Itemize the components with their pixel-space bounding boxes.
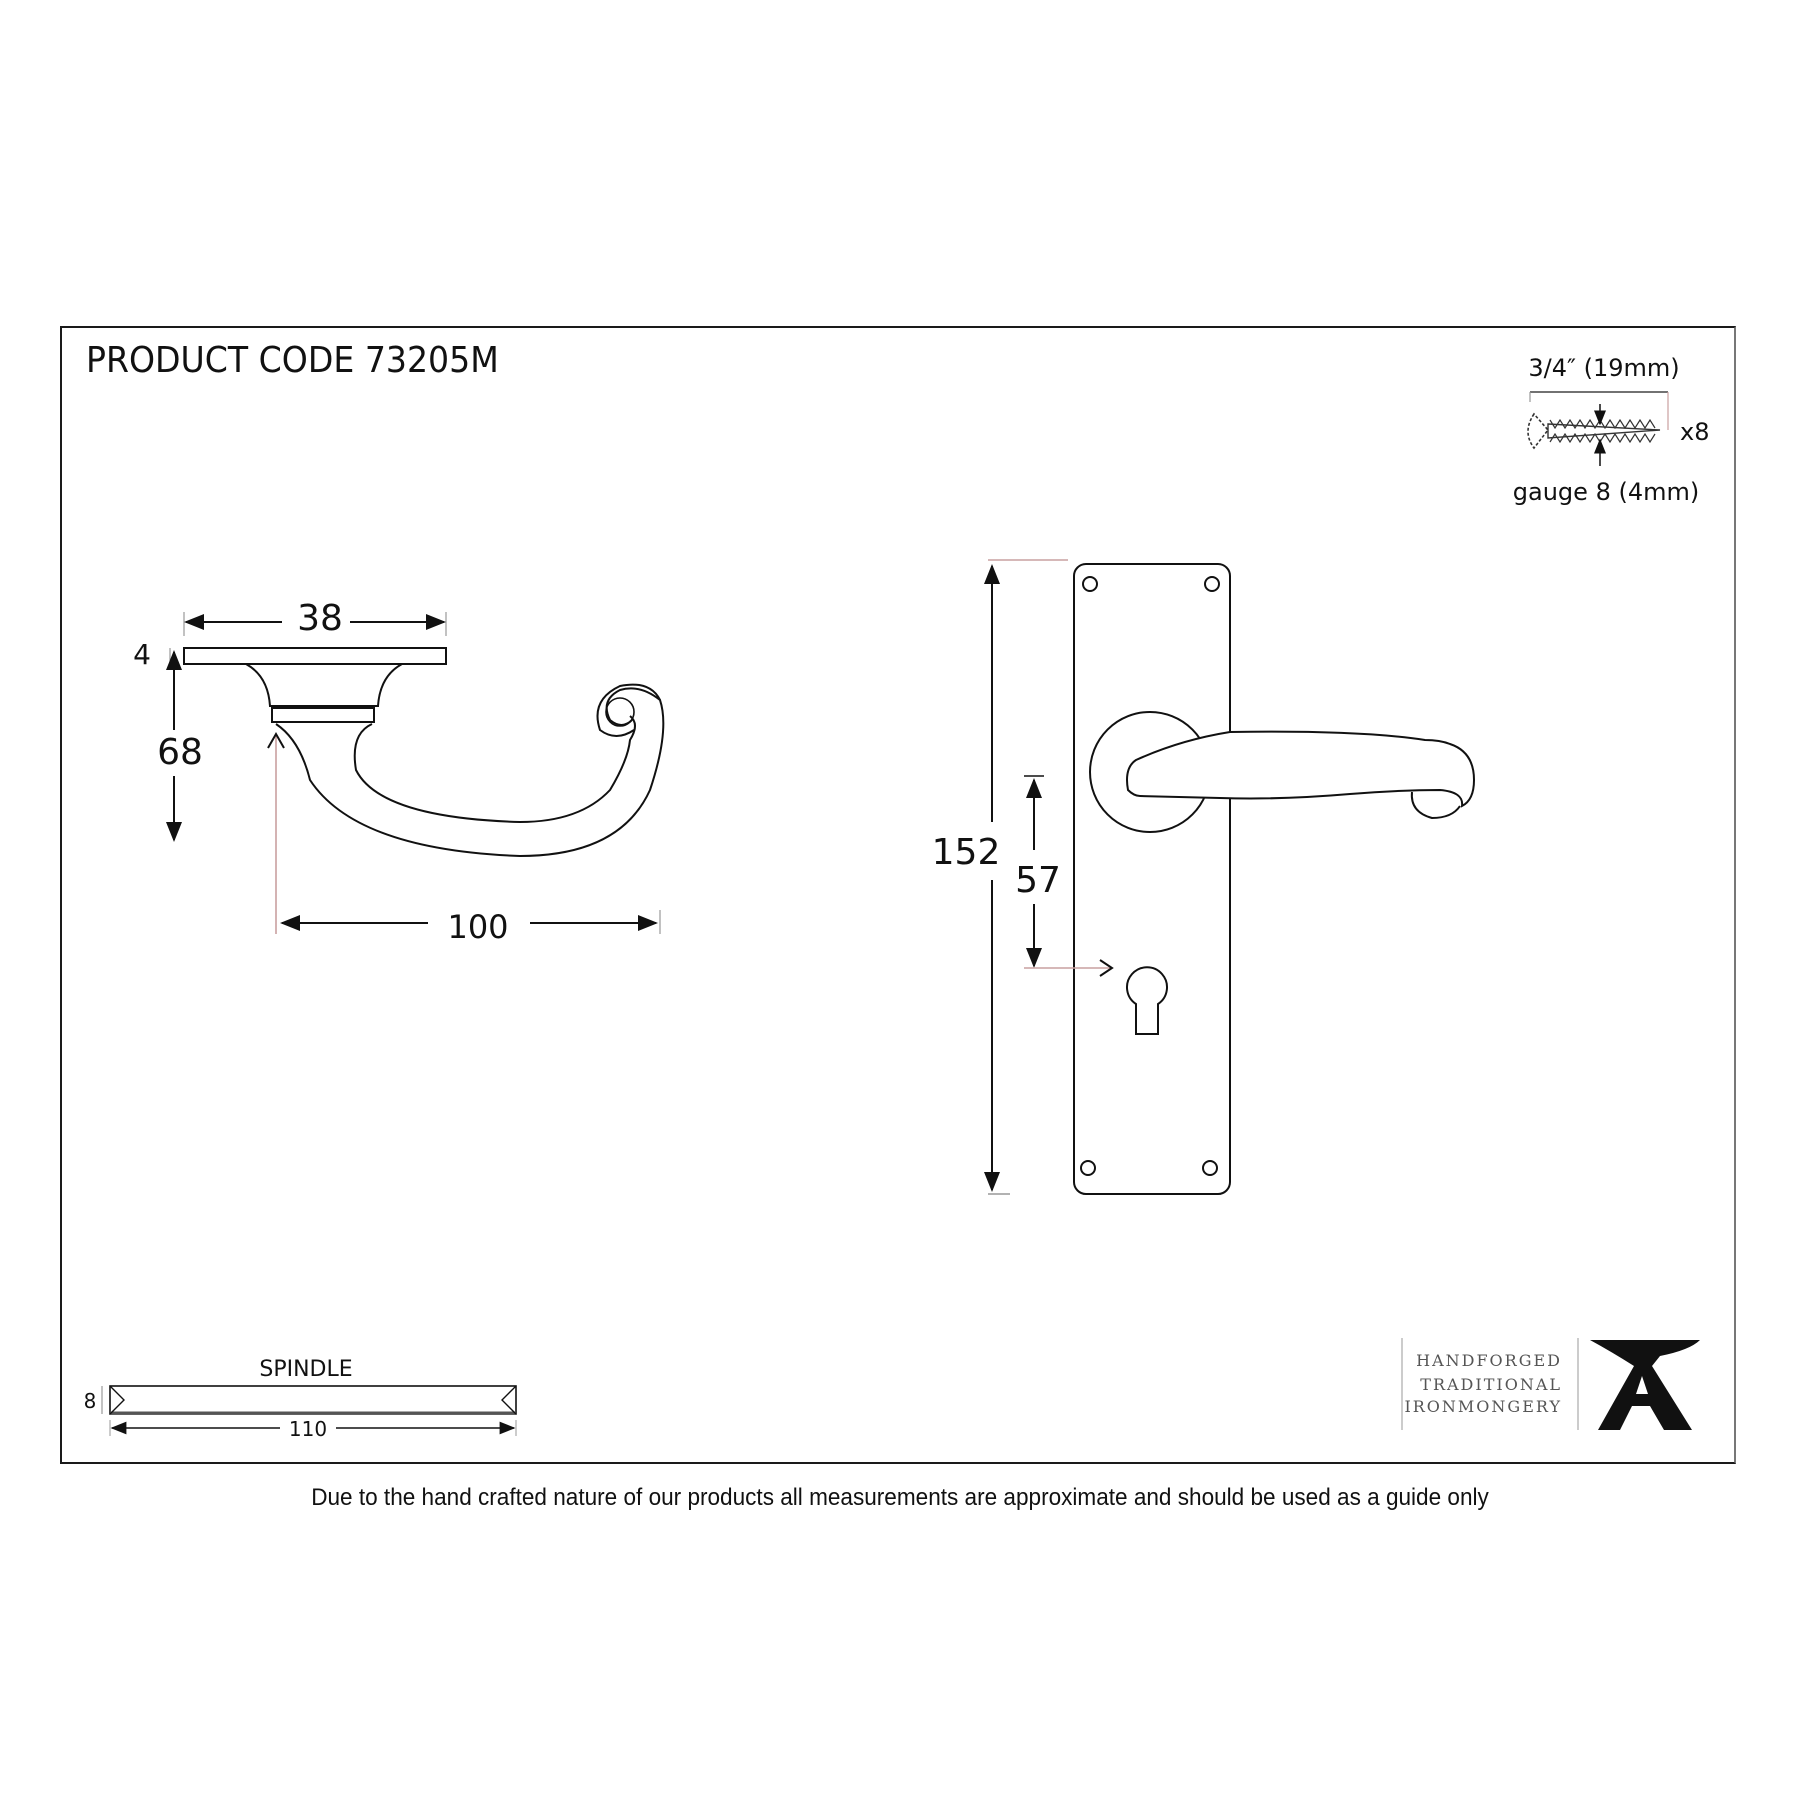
logo-line-3: IRONMONGERY bbox=[1404, 1397, 1562, 1416]
drawing-frame bbox=[60, 326, 1736, 1464]
spindle-length-dimension: 110 bbox=[289, 1417, 327, 1441]
logo-line-2: TRADITIONAL bbox=[1420, 1375, 1562, 1394]
screw-length-label: 3/4″ (19mm) bbox=[1528, 354, 1679, 382]
spindle-diagram: SPINDLE 8 110 bbox=[84, 1357, 517, 1441]
screw-quantity-label: x8 bbox=[1680, 418, 1709, 446]
brand-logo: HANDFORGED TRADITIONAL IRONMONGERY bbox=[1401, 1338, 1700, 1430]
logo-line-1: HANDFORGED bbox=[1416, 1351, 1562, 1370]
lever-length-dimension: 100 bbox=[447, 908, 508, 946]
screw-icon bbox=[1527, 412, 1661, 450]
lever-front-view: 152 57 bbox=[932, 559, 1476, 1195]
rose-width-dimension: 38 bbox=[297, 598, 343, 639]
projection-dimension: 68 bbox=[157, 732, 203, 773]
measurement-disclaimer: Due to the hand crafted nature of our pr… bbox=[311, 1484, 1489, 1511]
spindle-label: SPINDLE bbox=[259, 1357, 352, 1382]
rose-thickness-dimension: 4 bbox=[133, 638, 151, 671]
screw-spec: 3/4″ (19mm) x8 gauge 8 (4mm) bbox=[1513, 354, 1710, 506]
screw-gauge-label: gauge 8 (4mm) bbox=[1513, 478, 1699, 506]
centre-distance-dimension: 57 bbox=[1015, 860, 1061, 901]
spindle-thickness-dimension: 8 bbox=[84, 1389, 97, 1413]
anvil-icon bbox=[1590, 1340, 1700, 1430]
plate-height-dimension: 152 bbox=[932, 832, 1001, 873]
lever-side-view: 38 4 68 100 bbox=[133, 598, 665, 946]
product-code-title: PRODUCT CODE 73205M bbox=[86, 340, 499, 381]
